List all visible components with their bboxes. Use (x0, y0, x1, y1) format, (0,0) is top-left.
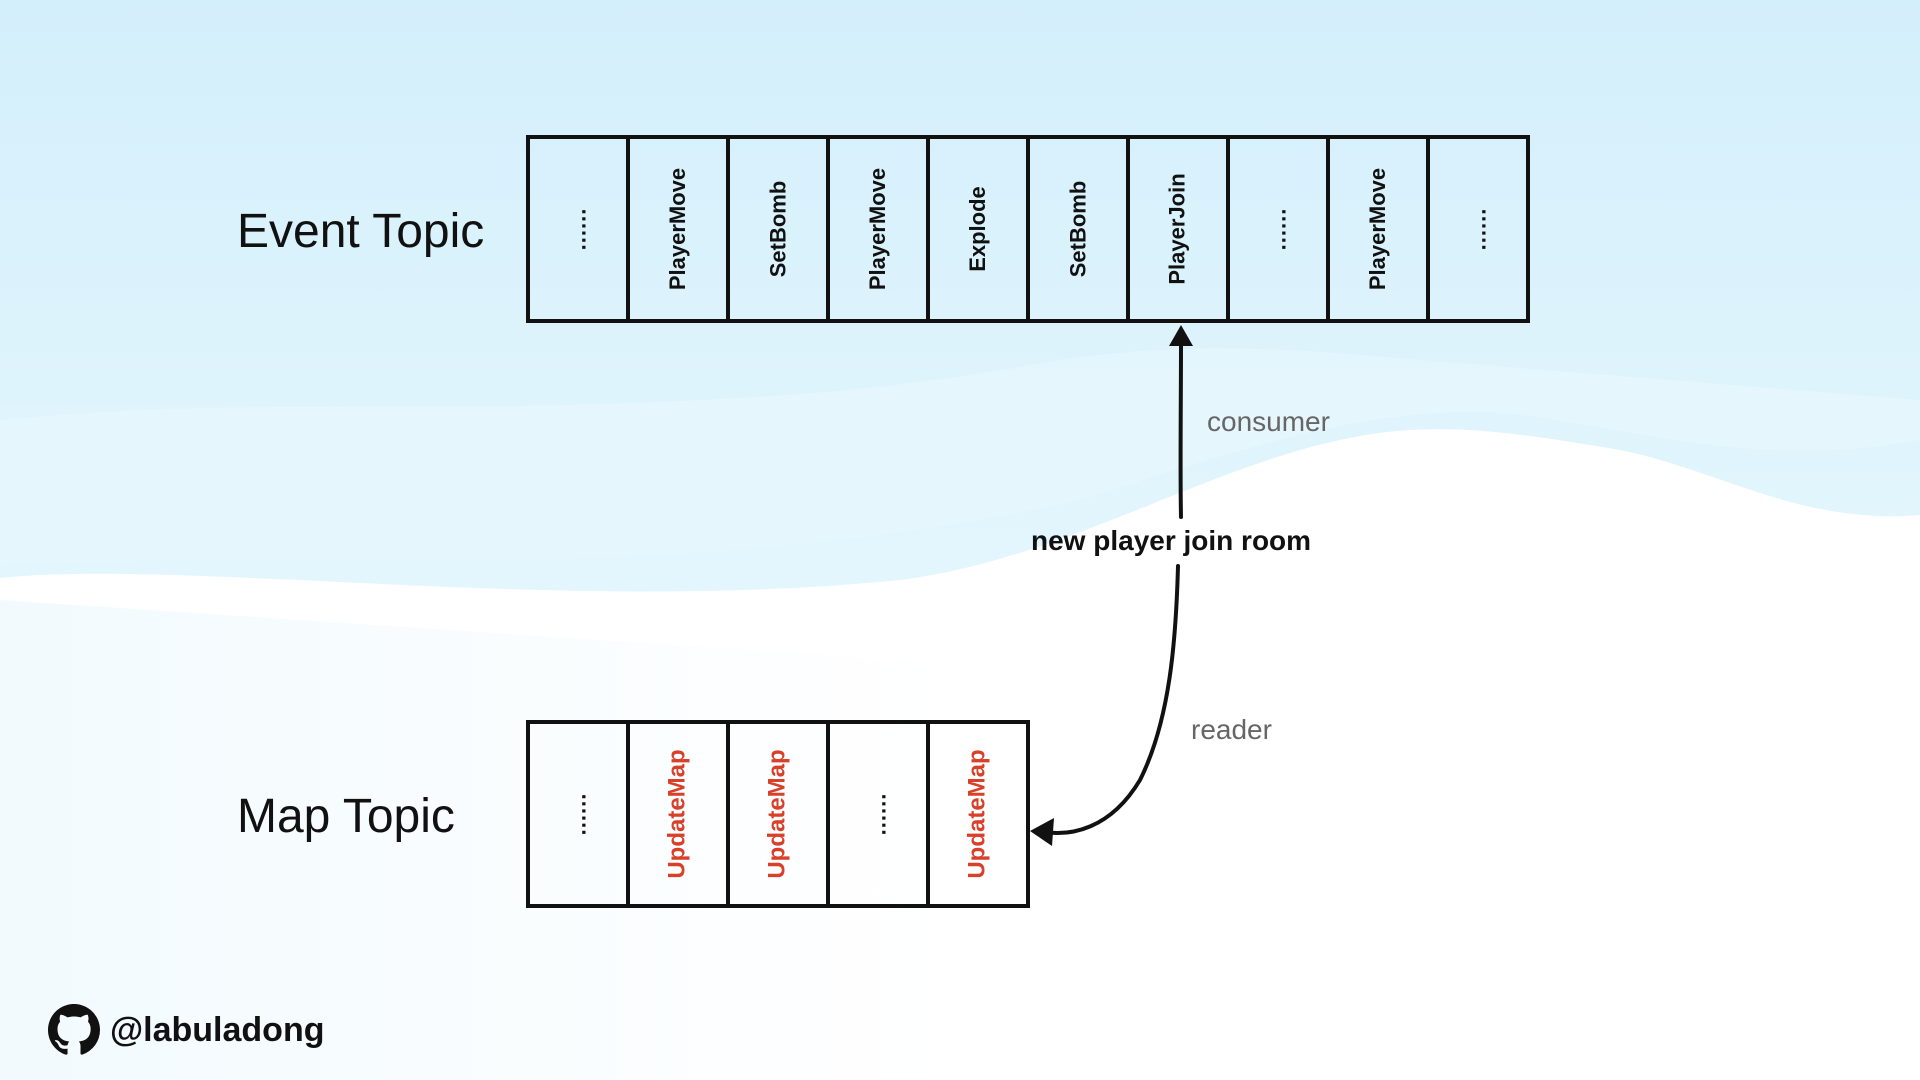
event-cell-label: ...... (1265, 207, 1290, 251)
new-player-join-room-label: new player join room (1031, 525, 1312, 556)
map-cell-label: ...... (565, 792, 590, 836)
event-cell: PlayerMove (630, 135, 730, 323)
reader-label: reader (1191, 714, 1272, 745)
event-cell: Explode (930, 135, 1030, 323)
event-cell-label: PlayerMove (865, 167, 891, 291)
brand-handle: @labuladong (110, 1010, 325, 1049)
event-cell-label: Explode (964, 186, 990, 272)
event-cell-label: ...... (1465, 207, 1490, 251)
event-cell: ...... (1430, 135, 1530, 323)
event-topic-queue: ...... PlayerMove SetBomb PlayerMove Explode… (526, 135, 1530, 323)
map-cell-label: UpdateMap (764, 749, 791, 879)
event-cell: ...... (530, 135, 630, 323)
event-cell-label: SetBomb (765, 180, 790, 278)
map-cell: UpdateMap (730, 720, 830, 908)
event-cell-label: PlayerJoin (1165, 173, 1190, 285)
event-cell: PlayerJoin (1130, 135, 1230, 323)
event-cell: ...... (1230, 135, 1330, 323)
brand: @labuladong (48, 1004, 324, 1056)
event-cell: SetBomb (730, 135, 830, 323)
map-cell-label: ...... (865, 792, 890, 836)
map-cell: UpdateMap (630, 720, 730, 908)
map-cell-label: UpdateMap (664, 749, 691, 879)
event-topic-label: Event Topic (237, 205, 485, 258)
event-cell-label: ...... (565, 207, 590, 251)
event-cell: PlayerMove (1330, 135, 1430, 323)
map-topic-label: Map Topic (237, 790, 455, 843)
map-cell: ...... (530, 720, 630, 908)
event-cell: PlayerMove (830, 135, 930, 323)
event-cell-label: SetBomb (1065, 180, 1090, 278)
map-cell-label: UpdateMap (964, 749, 991, 879)
map-topic-queue: ...... UpdateMap UpdateMap...... UpdateMap (526, 720, 1030, 908)
event-cell-label: PlayerMove (665, 167, 691, 291)
event-cell-label: PlayerMove (1365, 167, 1391, 291)
github-icon (48, 1004, 100, 1055)
event-cell: SetBomb (1030, 135, 1130, 323)
map-cell: ...... (830, 720, 930, 908)
map-cell: UpdateMap (930, 720, 1030, 908)
consumer-label: consumer (1207, 406, 1330, 437)
